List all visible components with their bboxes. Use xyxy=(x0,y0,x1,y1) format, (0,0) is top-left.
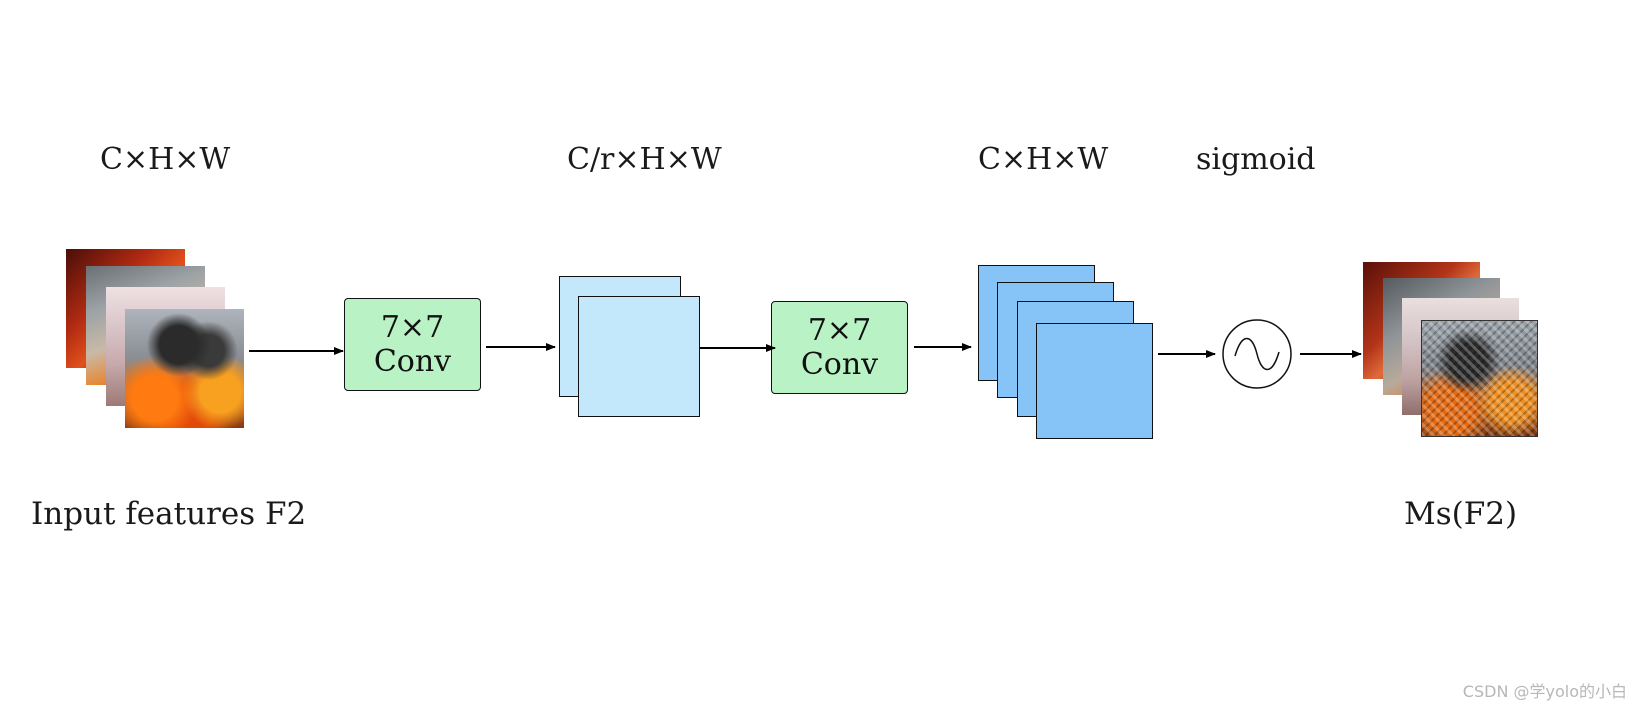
input-feature-image xyxy=(125,309,244,428)
restored-feature-map xyxy=(1036,323,1153,439)
conv-1-kernel: 7×7 xyxy=(380,309,445,345)
input-caption: Input features F2 xyxy=(31,496,307,532)
reduced-dimension-label: C/r×H×W xyxy=(567,142,722,177)
conv-2-name: Conv xyxy=(800,346,879,382)
conv-block-2: 7×7 Conv xyxy=(771,301,908,394)
output-caption: Ms(F2) xyxy=(1404,496,1518,532)
output-feature-image xyxy=(1421,320,1538,437)
conv-2-kernel: 7×7 xyxy=(807,312,872,348)
sigmoid-label: sigmoid xyxy=(1196,142,1316,177)
conv-1-name: Conv xyxy=(373,343,452,379)
input-dimension-label: C×H×W xyxy=(100,142,231,177)
output-dimension-label: C×H×W xyxy=(978,142,1109,177)
watermark: CSDN @学yolo的小白 xyxy=(1462,682,1627,701)
sigmoid-circle-icon xyxy=(1222,319,1292,389)
reduced-feature-map xyxy=(578,296,700,417)
conv-block-1: 7×7 Conv xyxy=(344,298,481,391)
